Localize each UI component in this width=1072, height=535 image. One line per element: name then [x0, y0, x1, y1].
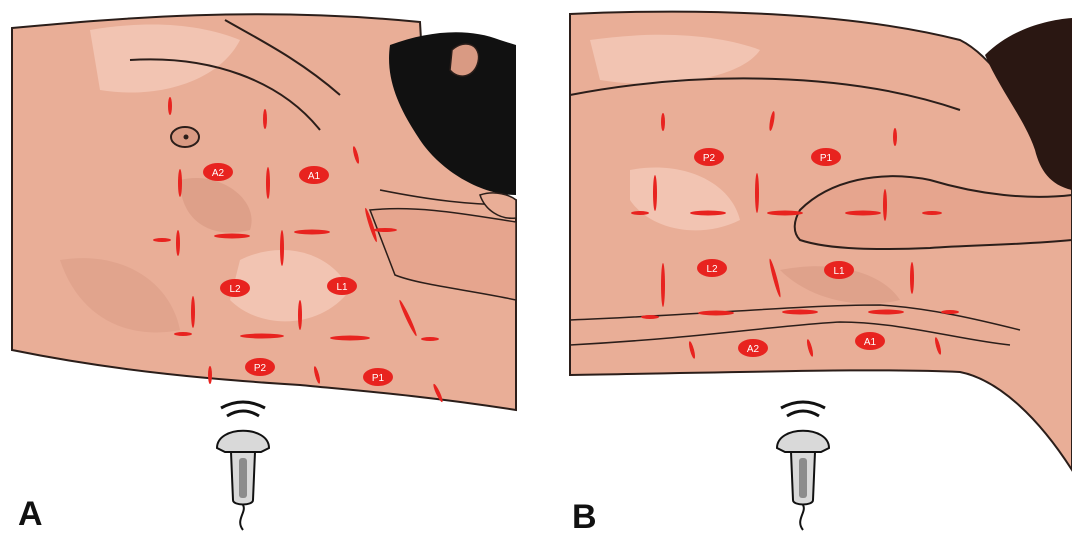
marker-line: [174, 332, 192, 336]
marker-line: [153, 238, 171, 242]
marker-line: [755, 173, 759, 213]
marker-line: [845, 211, 881, 216]
marker-line: [782, 310, 818, 315]
zone-label: A1: [308, 171, 321, 182]
marker-line: [661, 263, 665, 307]
marker-line: [690, 211, 726, 216]
marker-line: [421, 337, 439, 341]
panel-b-label: B: [572, 498, 597, 535]
marker-line: [208, 366, 212, 384]
zone-label: A2: [747, 344, 760, 355]
zone-label: A1: [864, 337, 877, 348]
marker-line: [883, 189, 887, 221]
marker-line: [168, 97, 172, 115]
ultrasound-wave-icon: [781, 402, 825, 408]
panel-a-nipple-center: [184, 135, 189, 140]
panel-a-label: A: [18, 495, 43, 533]
marker-line: [191, 296, 195, 328]
marker-line: [294, 230, 330, 235]
panel-a-ear: [450, 44, 479, 76]
zone-label: L1: [336, 282, 348, 293]
zone-label: P2: [703, 153, 716, 164]
marker-line: [263, 109, 267, 129]
zone-label: L1: [833, 266, 845, 277]
marker-line: [641, 315, 659, 319]
marker-line: [767, 211, 803, 216]
zone-label: P2: [254, 363, 267, 374]
zone-label: A2: [212, 168, 225, 179]
zone-label: P1: [372, 373, 385, 384]
marker-line: [240, 334, 284, 339]
marker-line: [280, 230, 284, 266]
ultrasound-wave-icon: [221, 402, 265, 408]
marker-line: [631, 211, 649, 215]
marker-line: [922, 211, 942, 215]
marker-line: [266, 167, 270, 199]
marker-line: [178, 169, 182, 197]
marker-line: [373, 228, 397, 232]
ultrasound-wave-icon: [787, 411, 819, 416]
panel-a: A2 A1 L2 L1 P2 P1 A: [12, 14, 516, 533]
marker-line: [330, 336, 370, 341]
panel-b: P2 P1 L2 L1 A2 A1 B: [570, 12, 1072, 535]
marker-line: [698, 311, 734, 316]
zone-label: P1: [820, 153, 833, 164]
marker-line: [868, 310, 904, 315]
marker-line: [910, 262, 914, 294]
marker-line: [176, 230, 180, 256]
marker-line: [941, 310, 959, 314]
zone-label: L2: [229, 284, 241, 295]
marker-line: [298, 300, 302, 330]
zone-label: L2: [706, 264, 718, 275]
ultrasound-wave-icon: [227, 411, 259, 416]
marker-line: [661, 113, 665, 131]
marker-line: [214, 234, 250, 239]
marker-line: [653, 175, 657, 211]
marker-line: [893, 128, 897, 146]
ultrasound-probe-icon: [217, 402, 269, 530]
ultrasound-probe-icon: [777, 402, 829, 530]
